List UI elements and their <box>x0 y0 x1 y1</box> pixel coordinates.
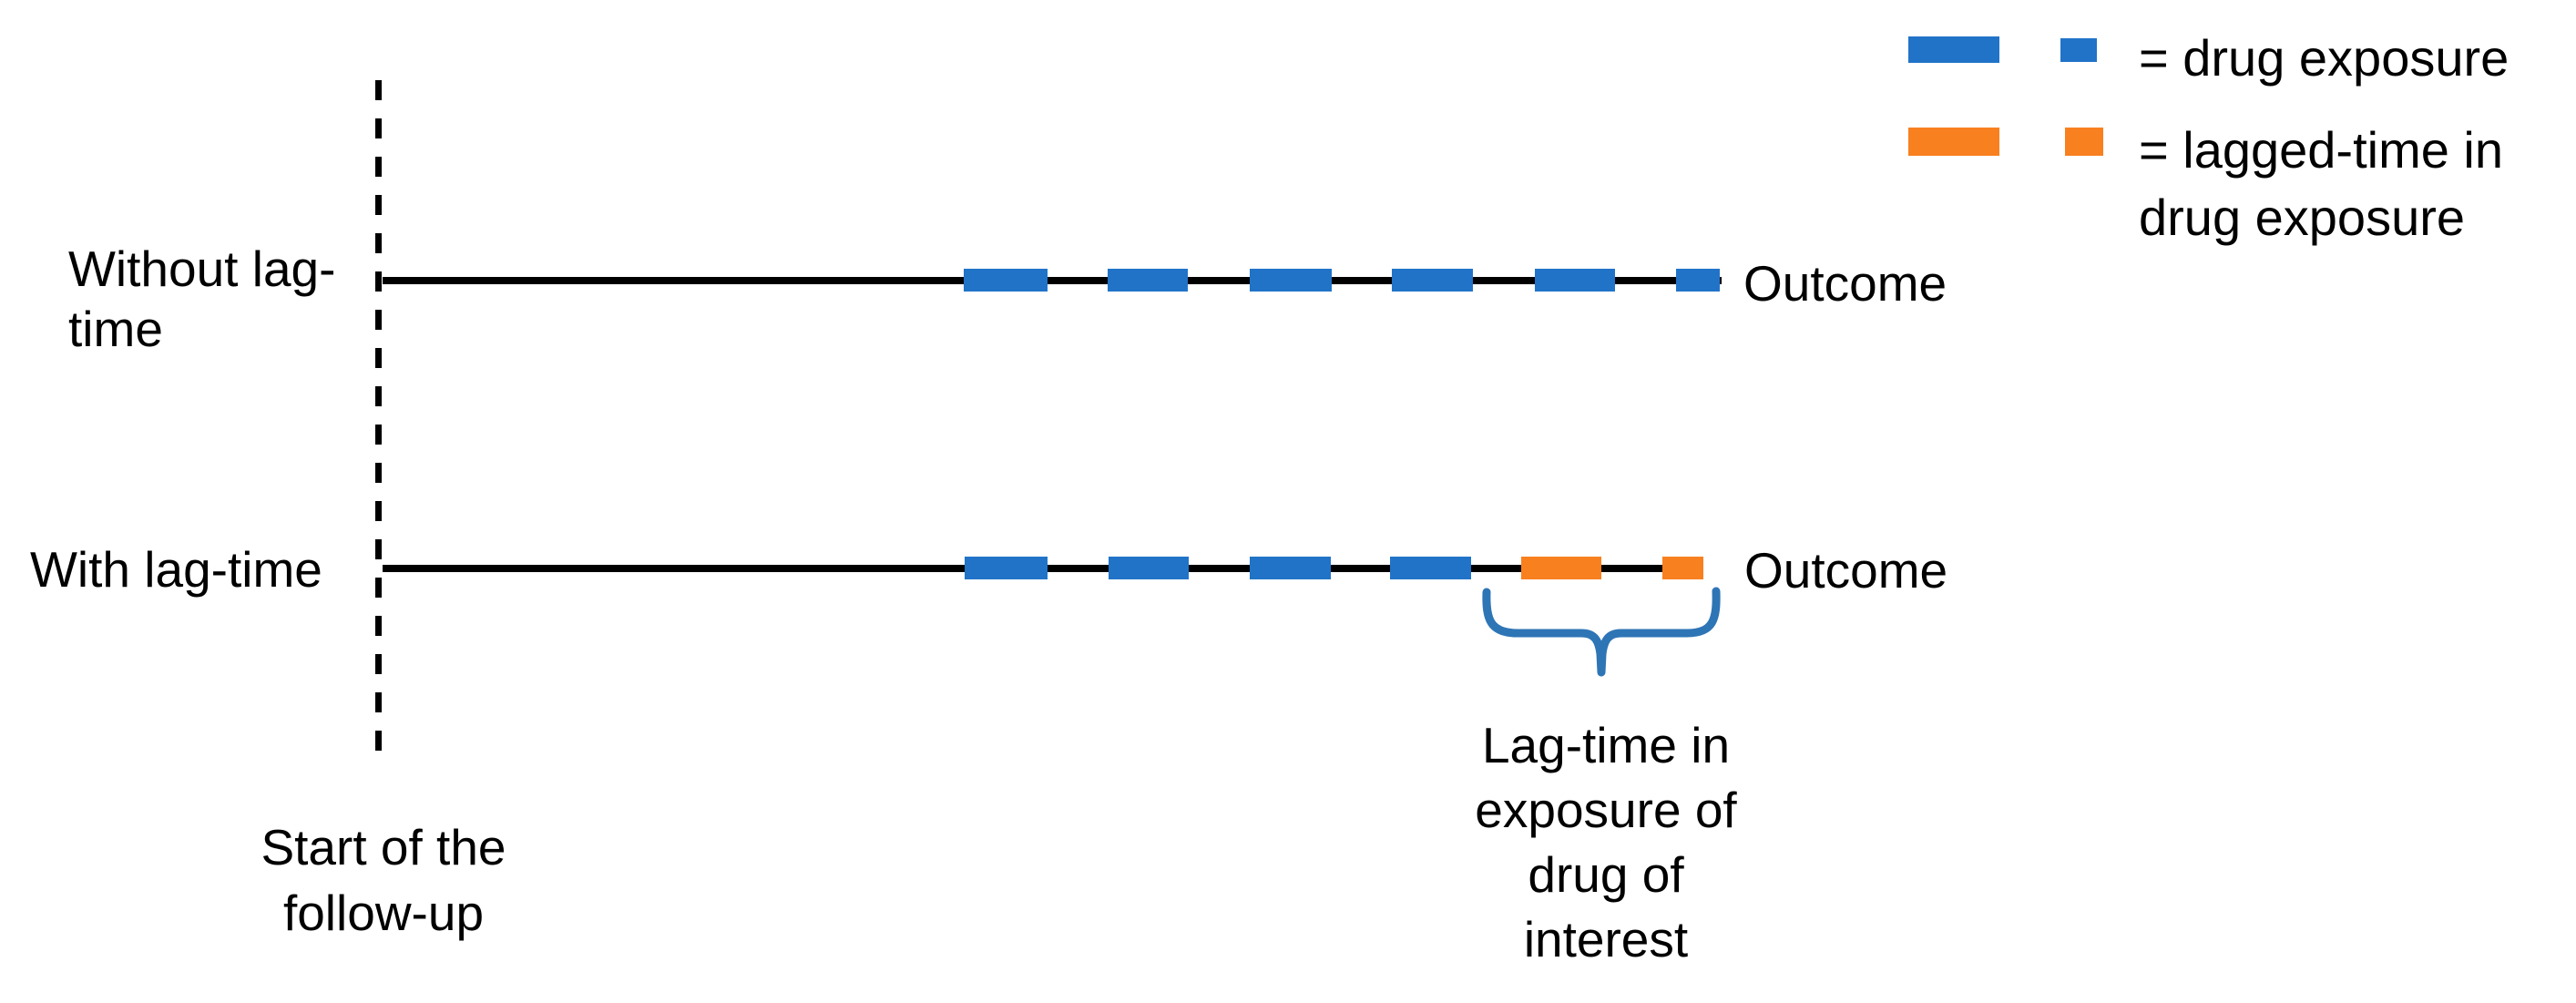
start-of-followup-dashed-line <box>375 80 382 765</box>
annotation-line4: interest <box>1523 911 1689 967</box>
legend-label-lagged-time: = lagged-time in drug exposure <box>2139 117 2503 251</box>
drug-exposure-segment <box>965 557 1048 579</box>
start-label-line2: follow-up <box>282 885 485 941</box>
lag-time-brace-icon <box>1482 587 1721 677</box>
row-label-with-lag-time: With lag-time <box>30 541 322 598</box>
legend-blue-square-icon <box>2060 38 2097 62</box>
drug-exposure-segment <box>1108 269 1188 292</box>
outcome-label-row2: Outcome <box>1744 542 1948 599</box>
start-label-line1: Start of the <box>261 819 506 875</box>
legend-blue-bar-icon <box>1908 36 1999 63</box>
annotation-line3: drug of <box>1528 846 1684 903</box>
drug-exposure-segment <box>1250 269 1332 292</box>
lagged-exposure-segment <box>1662 557 1703 579</box>
timeline-line <box>383 277 1722 284</box>
lag-time-annotation: Lag-time in exposure of drug of interest <box>1387 713 1825 972</box>
legend-lagged-line2: drug exposure <box>2139 189 2466 246</box>
legend-orange-square-icon <box>2065 128 2103 156</box>
drug-exposure-segment <box>1250 557 1331 579</box>
outcome-label-row1: Outcome <box>1743 255 1947 312</box>
legend-lagged-line1: = lagged-time in <box>2139 121 2504 179</box>
row-label-line1: Without lag- <box>68 241 336 297</box>
row-label-without-lag-time: Without lag-time <box>68 239 335 359</box>
drug-exposure-segment <box>1392 269 1473 292</box>
legend-orange-bar-icon <box>1908 128 1999 156</box>
lagged-exposure-segment <box>1521 557 1601 579</box>
row-label-line2: time <box>68 301 163 357</box>
start-of-followup-label: Start of the follow-up <box>201 814 566 946</box>
drug-exposure-segment <box>1676 269 1720 292</box>
drug-exposure-segment <box>964 269 1048 292</box>
drug-exposure-segment <box>1535 269 1615 292</box>
annotation-line1: Lag-time in <box>1481 717 1731 773</box>
annotation-line2: exposure of <box>1475 782 1737 838</box>
legend-label-drug-exposure: = drug exposure <box>2139 29 2510 87</box>
drug-exposure-segment <box>1109 557 1189 579</box>
drug-exposure-segment <box>1390 557 1471 579</box>
